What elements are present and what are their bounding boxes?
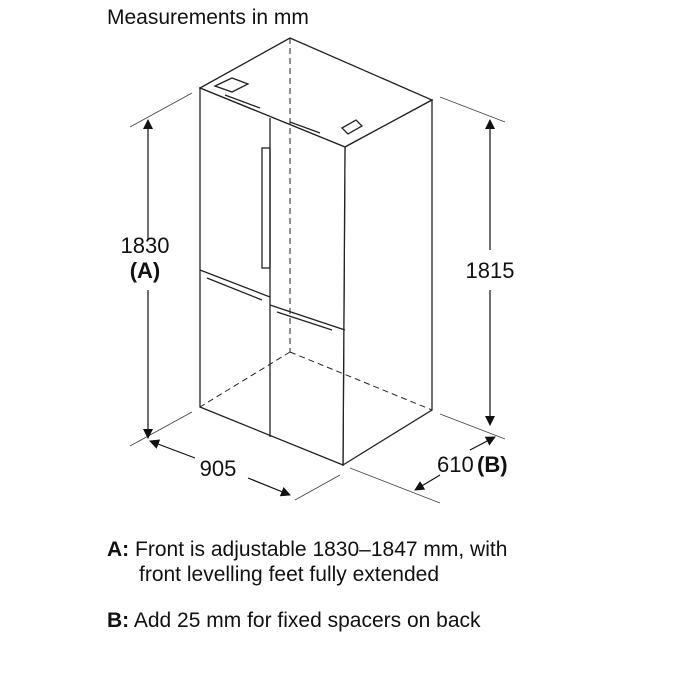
height-back-label: 1815 bbox=[466, 258, 515, 283]
dimension-arrows bbox=[143, 119, 496, 497]
door-split-left bbox=[199, 269, 271, 298]
fridge-outline bbox=[198, 37, 434, 467]
depth-ref: (B) bbox=[477, 452, 508, 477]
hidden-edges bbox=[199, 38, 433, 411]
note-a-key: A: bbox=[107, 538, 130, 561]
width-label: 905 bbox=[200, 456, 237, 481]
note-a-line2: front levelling feet fully extended bbox=[139, 563, 440, 586]
door-handle bbox=[261, 147, 271, 269]
diagram-title: Measurements in mm bbox=[107, 6, 309, 29]
note-a-line1: Front is adjustable 1830–1847 mm, with bbox=[135, 538, 508, 561]
hinge-left bbox=[213, 77, 250, 93]
note-b-line1: Add 25 mm for fixed spacers on back bbox=[133, 609, 481, 632]
width-arrow-right bbox=[247, 477, 291, 497]
height-front-ref: (A) bbox=[130, 258, 161, 283]
height-front-label: 1830 bbox=[121, 233, 170, 258]
door-split-right bbox=[269, 304, 346, 331]
note-b: B: Add 25 mm for fixed spacers on back bbox=[107, 608, 481, 633]
depth-arrow-down bbox=[414, 474, 441, 491]
width-arrow-left bbox=[149, 439, 196, 459]
hinge-right bbox=[340, 119, 364, 135]
extension-lines bbox=[129, 92, 506, 504]
depth-label: 610 bbox=[437, 452, 474, 477]
note-a: A: Front is adjustable 1830–1847 mm, wit… bbox=[107, 537, 507, 587]
note-b-key: B: bbox=[107, 609, 130, 632]
depth-arrow-up bbox=[469, 436, 496, 451]
